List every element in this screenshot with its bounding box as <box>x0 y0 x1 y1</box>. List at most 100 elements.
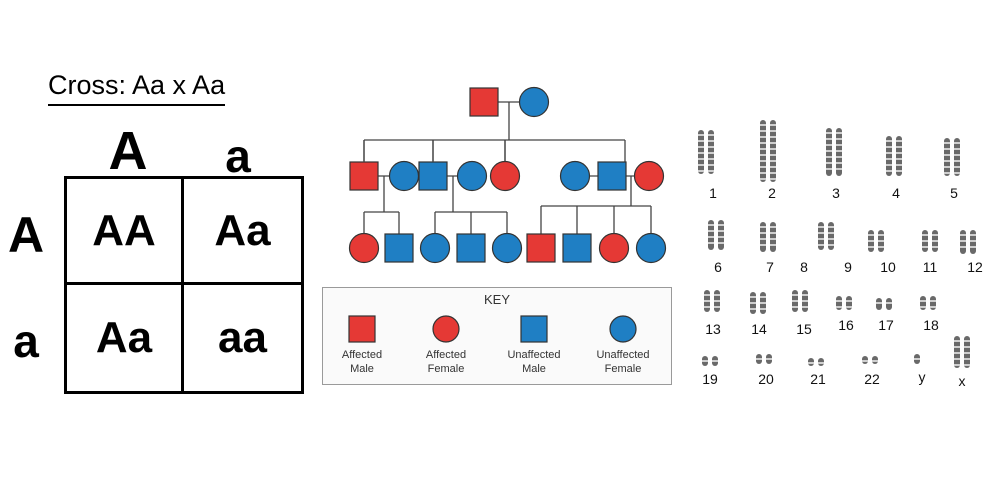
chromosome-band <box>846 306 852 308</box>
chromosome-band <box>932 246 938 248</box>
punnett-cell: Aa <box>67 285 184 391</box>
chromosome-band <box>818 226 824 228</box>
chromosome-band <box>708 224 714 226</box>
chromosome-band <box>708 170 714 172</box>
chromosome-band <box>896 170 902 172</box>
chromosome-band <box>826 138 832 140</box>
chromosome-band <box>760 136 766 138</box>
chromosome-pair <box>704 290 720 312</box>
key-label-line1: Unaffected <box>507 349 561 361</box>
chromosome-band <box>760 232 766 234</box>
chromosome-band <box>836 150 842 152</box>
chromosome-band <box>698 152 704 154</box>
chromosome-band <box>792 294 798 296</box>
chromosome-pair <box>836 296 852 310</box>
pedigree-key: KEY Affected Male Affected Female Unaffe… <box>322 287 672 385</box>
chromosome-band <box>708 146 714 148</box>
top-allele-1: A <box>108 121 148 181</box>
chromosome-band <box>704 294 710 296</box>
chromosome-band <box>802 294 808 296</box>
chromosome-band <box>862 360 868 362</box>
chromosome-pairs <box>698 120 976 368</box>
chromosome-band <box>886 158 892 160</box>
affected-female-symbol <box>432 315 460 343</box>
chromosome-band <box>896 146 902 148</box>
chromosome-band <box>954 346 960 348</box>
chromosome-label: 2 <box>768 185 776 201</box>
chromosome-band <box>872 360 878 362</box>
chromosome-band <box>714 306 720 308</box>
chromosome-band <box>826 144 832 146</box>
chromosome-label: 10 <box>880 259 896 275</box>
unaffected-male-symbol <box>520 315 548 343</box>
chromosome-band <box>932 240 938 242</box>
chromosome-band <box>770 232 776 234</box>
chromosome-band <box>836 168 842 170</box>
chromosome-band <box>960 240 966 242</box>
chromosome-band <box>914 358 920 360</box>
chromosome-band <box>718 242 724 244</box>
chromosome-band <box>704 300 710 302</box>
affected-male-symbol <box>349 161 379 191</box>
unaffected-female-symbol <box>491 232 523 264</box>
chromosome-label: 13 <box>705 321 721 337</box>
chromosome-band <box>712 360 718 362</box>
chromosome-label: 8 <box>800 259 808 275</box>
key-item-unaffected-female: Unaffected Female <box>578 314 668 376</box>
chromosome-pair <box>760 120 776 182</box>
chromosome-band <box>770 172 776 174</box>
chromosome-band <box>836 138 842 140</box>
chromosome-band <box>770 142 776 144</box>
unaffected-female-symbol <box>388 160 420 192</box>
chromosome-band <box>760 130 766 132</box>
chromosome-band <box>920 306 926 308</box>
chromosome-band <box>960 234 966 236</box>
chromosome-pair <box>702 356 718 366</box>
chromosome-band <box>944 142 950 144</box>
chromosome-band <box>954 340 960 342</box>
chromosome-label: 9 <box>844 259 852 275</box>
chromosome-band <box>826 162 832 164</box>
chromosome-band <box>886 140 892 142</box>
affected-female-symbol <box>633 160 665 192</box>
chromosome-band <box>760 226 766 228</box>
unaffected-male-symbol <box>456 233 486 263</box>
chromosome-pair <box>760 222 776 252</box>
chromosome-label: 15 <box>796 321 812 337</box>
key-label-line2: Male <box>350 363 374 375</box>
chromosome-band <box>802 300 808 302</box>
unaffected-male-symbol <box>418 161 448 191</box>
chromosome-band <box>896 152 902 154</box>
chromosome-label: 5 <box>950 185 958 201</box>
pedigree-symbols <box>348 86 667 264</box>
chromosome-band <box>954 154 960 156</box>
chromosome-band <box>760 148 766 150</box>
side-allele-2: a <box>13 315 39 367</box>
chromosome-band <box>818 232 824 234</box>
chromosome <box>818 222 824 250</box>
chromosome-band <box>698 164 704 166</box>
chromosome-band <box>886 152 892 154</box>
punnett-cell: aa <box>218 313 267 362</box>
chromosome-band <box>714 294 720 296</box>
unaffected-male-symbol <box>562 233 592 263</box>
key-item-affected-male: Affected Male <box>317 314 407 376</box>
chromosome-label: 21 <box>810 371 826 387</box>
affected-male-symbol <box>469 87 499 117</box>
chromosome-band <box>760 178 766 180</box>
chromosome-band <box>708 140 714 142</box>
unaffected-female-symbol <box>559 160 591 192</box>
chromosome-band <box>708 152 714 154</box>
key-title: KEY <box>483 292 510 307</box>
unaffected-female-symbol <box>456 160 488 192</box>
chromosome-pair <box>876 298 892 310</box>
chromosome-band <box>836 306 842 308</box>
chromosome-band <box>826 150 832 152</box>
chromosome-band <box>964 352 970 354</box>
chromosome-band <box>760 160 766 162</box>
chromosome-band <box>868 240 874 242</box>
chromosome-band <box>770 244 776 246</box>
key-label-line1: Affected <box>341 349 383 361</box>
punnett-grid: AA Aa Aa aa <box>64 176 304 394</box>
